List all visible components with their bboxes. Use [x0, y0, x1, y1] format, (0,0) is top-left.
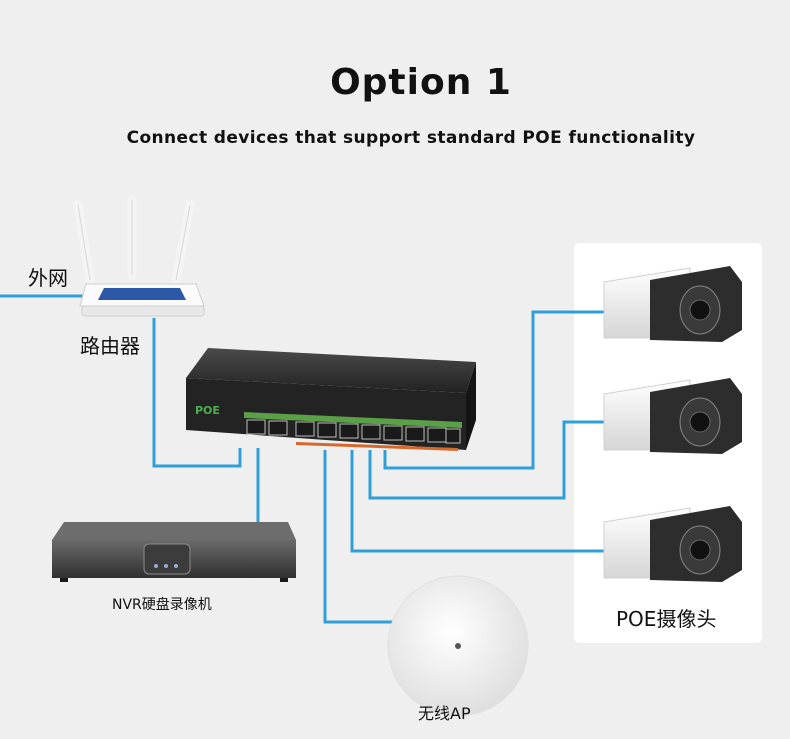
cable-switch-camera-1: [383, 310, 604, 470]
router-label: 路由器: [80, 334, 140, 358]
poe-camera-label: POE摄像头: [616, 607, 717, 631]
router-icon: [73, 195, 205, 317]
page-title: Option 1: [330, 62, 512, 103]
switch-brand-label: POE: [195, 404, 220, 417]
nvr-recorder-icon: [52, 522, 296, 582]
ceiling-access-point-icon: [387, 575, 529, 717]
cable-router-switch: [152, 318, 242, 468]
cable-switch-camera-3: [350, 450, 604, 553]
page-subtitle: Connect devices that support standard PO…: [126, 128, 696, 148]
wan-label: 外网: [28, 266, 68, 290]
bullet-camera-icon-2: [603, 378, 742, 454]
ap-label: 无线AP: [418, 704, 471, 723]
nvr-label: NVR硬盘录像机: [112, 597, 212, 613]
bullet-camera-icon-1: [603, 266, 742, 342]
cable-switch-ap: [323, 450, 398, 624]
cable-switch-camera-2: [368, 420, 604, 500]
bullet-camera-icon-3: [603, 506, 742, 582]
cables: [0, 294, 604, 624]
poe-switch-icon: [186, 348, 476, 451]
